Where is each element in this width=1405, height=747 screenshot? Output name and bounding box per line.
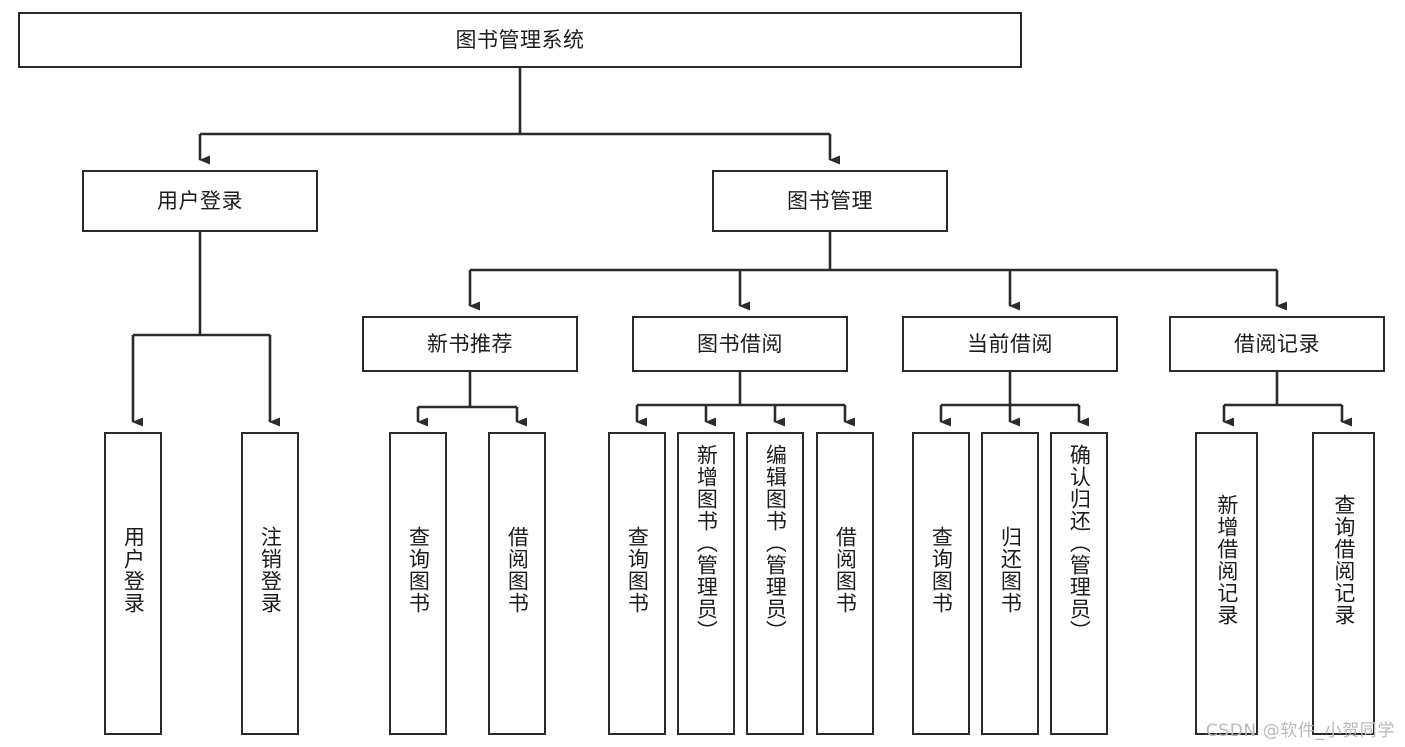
leaf-borrow-add-book-label: 新增图书（管理员） (694, 444, 719, 642)
node-book-management[interactable]: 图书管理 (712, 170, 948, 232)
leaf-record-add-label: 新增借阅记录 (1214, 494, 1239, 626)
leaf-borrow-edit-book-label: 编辑图书（管理员） (763, 444, 788, 642)
node-book-management-label: 图书管理 (787, 188, 873, 213)
node-borrow-record[interactable]: 借阅记录 (1169, 316, 1385, 372)
node-new-book-recommend-label: 新书推荐 (427, 331, 513, 356)
leaf-current-query-book-label: 查询图书 (929, 526, 954, 614)
leaf-record-add[interactable]: 新增借阅记录 (1195, 432, 1258, 735)
leaf-user-logout[interactable]: 注销登录 (241, 432, 299, 735)
node-user-login-label: 用户登录 (157, 188, 243, 213)
leaf-current-return-book[interactable]: 归还图书 (981, 432, 1039, 735)
leaf-new-book-borrow[interactable]: 借阅图书 (488, 432, 546, 735)
leaf-borrow-query-book[interactable]: 查询图书 (608, 432, 666, 735)
leaf-borrow-borrow-book-label: 借阅图书 (833, 526, 858, 614)
node-current-borrow-label: 当前借阅 (967, 331, 1053, 356)
leaf-user-login-label: 用户登录 (121, 526, 146, 614)
leaf-current-confirm-return[interactable]: 确认归还（管理员） (1050, 432, 1108, 735)
node-current-borrow[interactable]: 当前借阅 (902, 316, 1118, 372)
leaf-new-book-query[interactable]: 查询图书 (389, 432, 447, 735)
node-book-borrow[interactable]: 图书借阅 (632, 316, 848, 372)
leaf-borrow-add-book[interactable]: 新增图书（管理员） (677, 432, 735, 735)
node-root-label: 图书管理系统 (455, 27, 585, 52)
leaf-current-return-book-label: 归还图书 (998, 526, 1023, 614)
node-root[interactable]: 图书管理系统 (18, 12, 1022, 68)
leaf-record-query-label: 查询借阅记录 (1331, 494, 1356, 626)
leaf-current-query-book[interactable]: 查询图书 (912, 432, 970, 735)
leaf-borrow-query-book-label: 查询图书 (625, 526, 650, 614)
node-borrow-record-label: 借阅记录 (1234, 331, 1320, 356)
leaf-current-confirm-return-label: 确认归还（管理员） (1067, 444, 1092, 642)
watermark: CSDN @软件_小贺同学 (1205, 721, 1395, 741)
node-new-book-recommend[interactable]: 新书推荐 (362, 316, 578, 372)
leaf-record-query[interactable]: 查询借阅记录 (1312, 432, 1375, 735)
leaf-user-logout-label: 注销登录 (258, 526, 283, 614)
leaf-user-login[interactable]: 用户登录 (104, 432, 162, 735)
leaf-new-book-query-label: 查询图书 (406, 526, 431, 614)
node-user-login[interactable]: 用户登录 (82, 170, 318, 232)
leaf-borrow-edit-book[interactable]: 编辑图书（管理员） (746, 432, 804, 735)
leaf-new-book-borrow-label: 借阅图书 (505, 526, 530, 614)
node-book-borrow-label: 图书借阅 (697, 331, 783, 356)
leaf-borrow-borrow-book[interactable]: 借阅图书 (816, 432, 874, 735)
